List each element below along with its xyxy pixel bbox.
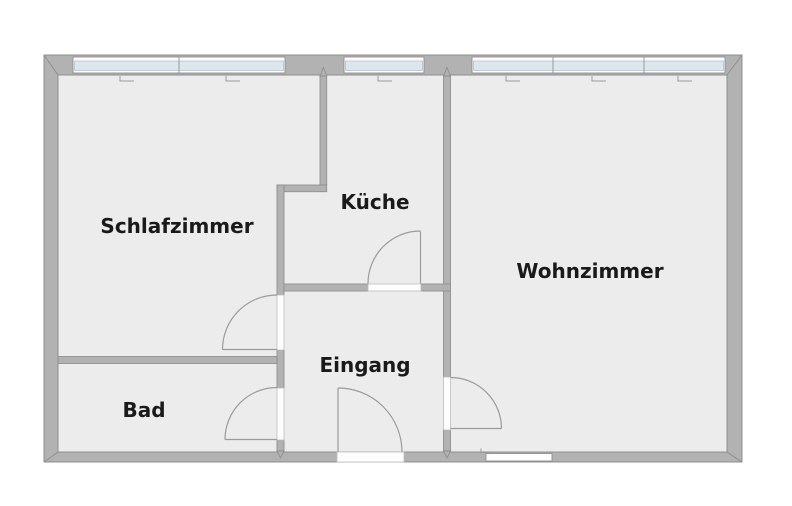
door-arc-wohnzimmer bbox=[450, 376, 503, 429]
window-sill-mark bbox=[480, 448, 492, 453]
door-opening-wohnzimmer bbox=[443, 376, 451, 431]
door-arc-kueche bbox=[367, 230, 421, 284]
window-glass bbox=[345, 60, 423, 71]
wall-wohnzimmer-upper bbox=[443, 74, 451, 378]
door-opening-kueche bbox=[367, 283, 422, 292]
window-sill-mark bbox=[591, 76, 606, 82]
wall-schlafzimmer-eingang bbox=[276, 184, 285, 296]
wall-step-kueche bbox=[276, 184, 328, 193]
room-label-wohnzimmer: Wohnzimmer bbox=[516, 259, 663, 283]
walls bbox=[43, 54, 743, 463]
wall-bad-eingang-upper bbox=[276, 349, 285, 389]
room-eingang-floor bbox=[284, 291, 444, 452]
door-opening-entry bbox=[336, 451, 405, 463]
doors bbox=[221, 230, 503, 453]
floor bbox=[58, 75, 727, 452]
door-opening-bad bbox=[276, 387, 285, 441]
room-label-kueche: Küche bbox=[340, 190, 409, 214]
room-label-schlafzimmer: Schlafzimmer bbox=[100, 214, 253, 238]
corner-bevel-top-right bbox=[726, 54, 743, 76]
window-wohnzimmer-south bbox=[485, 453, 553, 462]
window-sill-mark bbox=[225, 76, 240, 82]
door-opening-schlafzimmer bbox=[276, 294, 285, 351]
wall-tip-top-kueche bbox=[319, 66, 328, 77]
room-bad-floor bbox=[58, 363, 277, 452]
wall-bad-eingang-lower bbox=[276, 439, 285, 453]
door-arc-schlafzimmer bbox=[221, 294, 278, 350]
window-sill-mark bbox=[677, 76, 692, 82]
wall-wohnzimmer-lower bbox=[443, 429, 451, 453]
room-wohnzimmer-floor bbox=[450, 75, 727, 452]
wall-tip-top-wohnzimmer bbox=[442, 66, 452, 77]
window-glass bbox=[473, 60, 724, 71]
window-sill-mark bbox=[377, 76, 392, 82]
wall-kueche-eingang-left bbox=[283, 283, 369, 292]
windows bbox=[72, 56, 726, 462]
wall-kueche-eingang-right bbox=[420, 283, 451, 292]
corner-bevel-top-left bbox=[43, 54, 59, 76]
room-labels: Schlafzimmer Küche Wohnzimmer Eingang Ba… bbox=[100, 190, 663, 422]
wall-schlafzimmer-bad bbox=[57, 356, 278, 364]
door-arc-bad bbox=[224, 386, 278, 440]
door-openings bbox=[276, 283, 451, 463]
window-sill-mark bbox=[119, 76, 134, 82]
room-kueche-floor bbox=[284, 75, 444, 284]
wall-schlafzimmer-kueche bbox=[319, 74, 328, 186]
room-label-eingang: Eingang bbox=[319, 353, 410, 377]
corner-bevel-bottom-right bbox=[726, 451, 743, 463]
room-label-bad: Bad bbox=[122, 398, 165, 422]
corner-bevel-bottom-left bbox=[43, 451, 59, 463]
room-schlafzimmer-floor bbox=[58, 75, 320, 356]
wall-tip-bottom-wohnzimmer bbox=[442, 450, 452, 460]
window-sill-mark bbox=[505, 76, 520, 82]
wall-tip-bottom-bad bbox=[276, 450, 285, 460]
door-arc-entry bbox=[337, 387, 403, 453]
